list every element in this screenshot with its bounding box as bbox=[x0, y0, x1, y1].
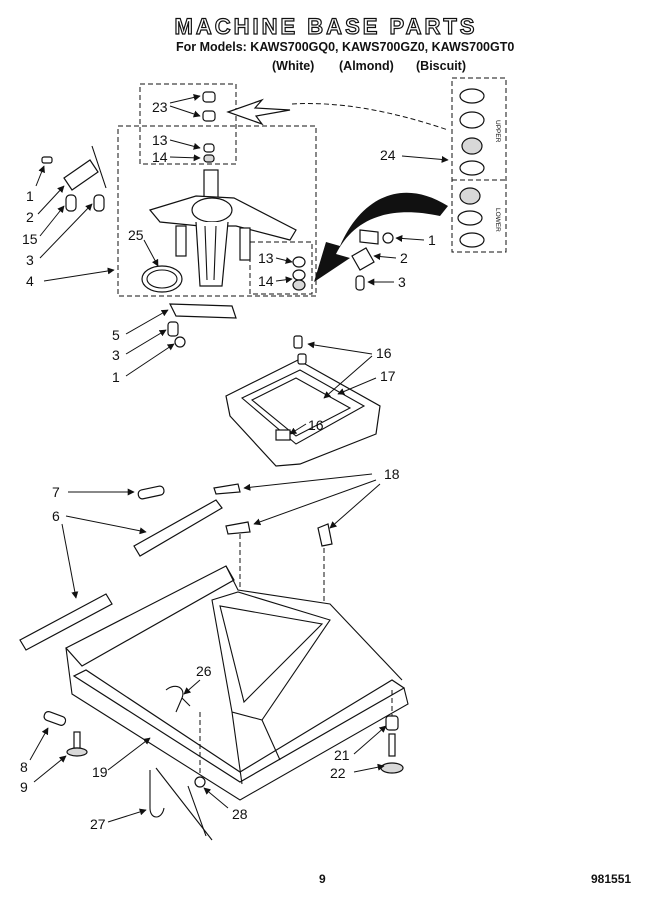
variant-label-almond: (Almond) bbox=[339, 59, 394, 73]
leveling-leg bbox=[73, 731, 81, 749]
small-bushings bbox=[292, 256, 306, 291]
callout-5: 5 bbox=[112, 327, 120, 343]
arrow-icon bbox=[226, 98, 291, 126]
arrow-icon bbox=[314, 192, 448, 282]
callout-23: 23 bbox=[152, 99, 168, 115]
spring-clip bbox=[297, 353, 307, 365]
callout-19: 19 bbox=[92, 764, 108, 780]
callout-9: 9 bbox=[20, 779, 28, 795]
spring bbox=[137, 485, 165, 500]
leg-bushing bbox=[385, 715, 399, 731]
page-number: 9 bbox=[319, 872, 326, 886]
callout-18: 18 bbox=[384, 466, 400, 482]
callout-2: 2 bbox=[400, 250, 408, 266]
callout-16: 16 bbox=[376, 345, 392, 361]
leveling-leg-foot bbox=[66, 747, 88, 757]
callout-21: 21 bbox=[334, 747, 350, 763]
callout-2: 2 bbox=[26, 209, 34, 225]
spring-clip bbox=[293, 335, 303, 349]
snubber bbox=[317, 523, 333, 547]
callout-17: 17 bbox=[380, 368, 396, 384]
lower-label: LOWER bbox=[494, 208, 501, 232]
right-clip-assembly bbox=[351, 229, 394, 291]
tub-support-frame bbox=[225, 359, 381, 467]
variant-label-biscuit: (Biscuit) bbox=[416, 59, 466, 73]
left-clip-assembly bbox=[41, 145, 107, 212]
seal-kit-box bbox=[451, 77, 507, 253]
clip bbox=[194, 776, 206, 788]
leader-lines bbox=[29, 94, 449, 841]
bushing-kit-box bbox=[139, 83, 237, 165]
hook bbox=[165, 685, 191, 713]
document-code: 981551 bbox=[591, 872, 632, 886]
callout-26: 26 bbox=[196, 663, 212, 679]
callout-15: 15 bbox=[22, 231, 38, 247]
bushing-stack bbox=[202, 91, 216, 163]
callout-13: 13 bbox=[258, 250, 274, 266]
callout-numbers: 23 13 14 24 1 2 15 3 25 4 1 2 13 14 3 5 … bbox=[20, 99, 436, 832]
leveling-leg-foot bbox=[380, 762, 404, 774]
lower-clip-assembly bbox=[167, 303, 237, 348]
callout-3: 3 bbox=[26, 252, 34, 268]
callout-3: 3 bbox=[398, 274, 406, 290]
callout-1: 1 bbox=[112, 369, 120, 385]
callout-6: 6 bbox=[52, 508, 60, 524]
leveling-leg bbox=[388, 733, 396, 757]
brace bbox=[133, 499, 223, 557]
snubber bbox=[225, 521, 251, 535]
upper-label: UPPER bbox=[494, 120, 501, 143]
brace bbox=[19, 593, 113, 651]
model-numbers: For Models: KAWS700GQ0, KAWS700GZ0, KAWS… bbox=[176, 40, 515, 54]
gearcase-drive bbox=[148, 169, 297, 287]
callout-14: 14 bbox=[152, 149, 168, 165]
callout-14: 14 bbox=[258, 273, 274, 289]
callout-8: 8 bbox=[20, 759, 28, 775]
callout-28: 28 bbox=[232, 806, 248, 822]
callout-1: 1 bbox=[26, 188, 34, 204]
callout-27: 27 bbox=[90, 816, 106, 832]
callout-4: 4 bbox=[26, 273, 34, 289]
small-bushing-box bbox=[249, 241, 313, 295]
hook-rod bbox=[149, 770, 165, 818]
callout-1: 1 bbox=[428, 232, 436, 248]
callout-7: 7 bbox=[52, 484, 60, 500]
callout-3: 3 bbox=[112, 347, 120, 363]
callout-13: 13 bbox=[152, 132, 168, 148]
gearcase-assembly-box bbox=[117, 125, 317, 297]
callout-16: 16 bbox=[308, 417, 324, 433]
variant-label-white: (White) bbox=[272, 59, 315, 73]
machine-base bbox=[65, 565, 409, 801]
callout-24: 24 bbox=[380, 147, 396, 163]
leg-cap bbox=[43, 711, 67, 726]
callout-22: 22 bbox=[330, 765, 346, 781]
seal-kit bbox=[457, 88, 485, 248]
snubber bbox=[213, 483, 241, 495]
page-title: MACHINE BASE PARTS bbox=[174, 13, 478, 39]
callout-25: 25 bbox=[128, 227, 144, 243]
